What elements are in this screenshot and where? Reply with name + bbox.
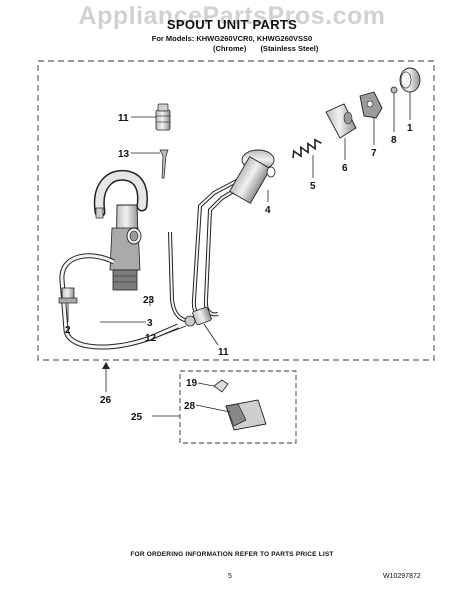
part-2-hose-end — [58, 287, 78, 304]
callout-23: 23 — [143, 295, 155, 306]
callout-12: 12 — [145, 333, 157, 344]
part-23-faucet-body — [93, 169, 148, 291]
callout-26: 26 — [100, 395, 112, 406]
part-4-shank — [228, 149, 276, 204]
callout-4: 4 — [265, 205, 271, 216]
part-5-spring — [292, 138, 322, 159]
part-6-cartridge — [325, 103, 357, 139]
callout-6: 6 — [342, 163, 348, 174]
models-line: For Models: KHWG260VCR0, KHWG260VSS0 — [151, 34, 313, 43]
callout-19: 19 — [186, 378, 198, 389]
ordering-note: FOR ORDERING INFORMATION REFER TO PARTS … — [130, 551, 334, 558]
callout-11-top: 11 — [118, 113, 129, 124]
assembly-boundary — [37, 60, 435, 361]
leader-lines — [67, 92, 411, 417]
callout-8: 8 — [391, 135, 397, 146]
arrow-26 — [102, 362, 110, 369]
finish-labels: (Chrome) (Stainless Steel) — [213, 44, 330, 53]
finish-stainless: (Stainless Steel) — [260, 44, 319, 53]
callout-25: 25 — [131, 412, 143, 423]
part-8-screw — [390, 86, 398, 94]
callout-2: 2 — [65, 325, 71, 336]
part-3-hose — [59, 253, 179, 350]
part-7-handle — [359, 91, 383, 119]
watermark: AppliancePartsPros.com — [78, 2, 386, 30]
finish-chrome: (Chrome) — [213, 44, 247, 53]
part-11-connector-bottom — [184, 306, 212, 327]
callout-13: 13 — [118, 149, 130, 160]
part-1-cap — [399, 67, 421, 93]
callout-28: 28 — [184, 401, 196, 412]
page-number: 5 — [228, 573, 232, 580]
callout-7: 7 — [371, 148, 377, 159]
part-11-connector-top — [155, 103, 171, 131]
callout-5: 5 — [310, 181, 316, 192]
document-number: W10297872 — [383, 573, 421, 580]
kit-boundary — [179, 370, 297, 444]
callout-1: 1 — [407, 123, 413, 134]
part-13-clip — [159, 149, 169, 179]
callout-11-bottom: 11 — [218, 347, 229, 358]
part-28-packet — [225, 399, 267, 431]
page-title: SPOUT UNIT PARTS — [166, 17, 298, 32]
part-19-clip — [213, 379, 229, 393]
callout-3: 3 — [147, 318, 153, 329]
